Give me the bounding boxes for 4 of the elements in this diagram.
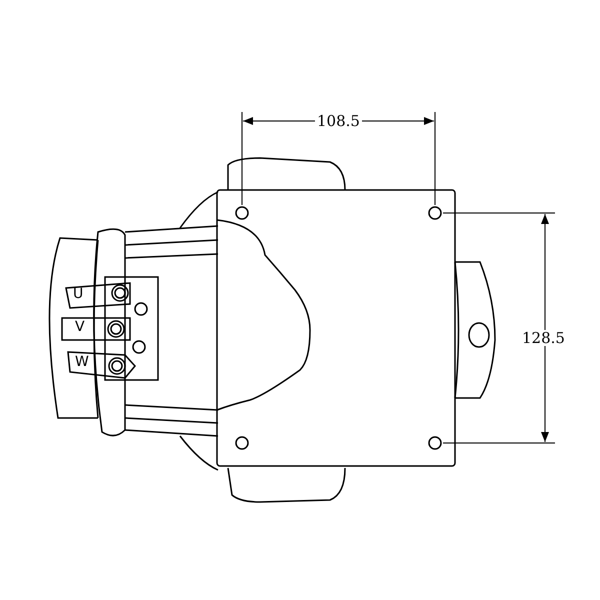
terminal-label: U [73, 287, 84, 301]
dimension-value: 108.5 [315, 113, 362, 129]
terminal-label: W [75, 355, 89, 369]
terminal-label: V [75, 320, 85, 334]
